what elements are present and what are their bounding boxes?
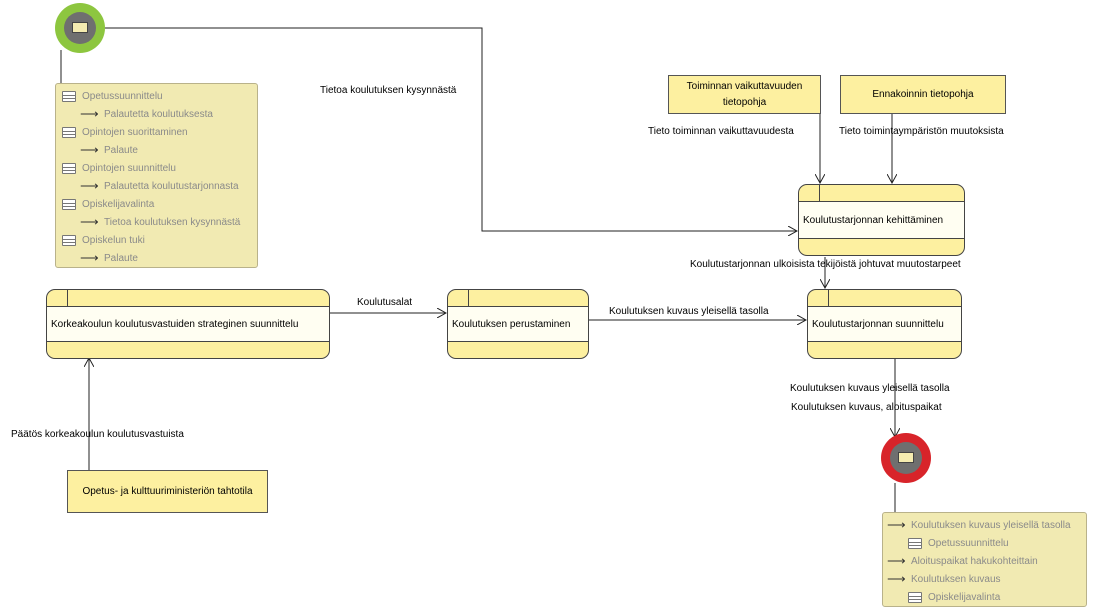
- flow-label-out-places: Koulutuksen kuvaus, aloituspaikat: [791, 402, 942, 413]
- process-offering-planning[interactable]: Koulutustarjonnan suunnittelu: [807, 289, 962, 359]
- note-flow-item: ⟶Palaute: [80, 250, 138, 265]
- process-icon: [62, 198, 76, 210]
- note-process-item: Opetussuunnittelu: [62, 88, 163, 104]
- arrow-right-icon: ⟶: [887, 553, 906, 568]
- process-icon: [62, 90, 76, 102]
- arrow-right-icon: ⟶: [887, 517, 906, 532]
- process-icon: [62, 162, 76, 174]
- flow-label-external-needs: Koulutustarjonnan ulkoisista tekijöistä …: [690, 259, 961, 270]
- mail-icon: [72, 22, 88, 33]
- end-note: ⟶Koulutuksen kuvaus yleisellä tasolla Op…: [882, 512, 1087, 607]
- process-offering-development[interactable]: Koulutustarjonnan kehittäminen: [798, 184, 965, 256]
- note-flow-item: ⟶Palaute: [80, 142, 138, 157]
- flow-label-general-description: Koulutuksen kuvaus yleisellä tasolla: [609, 306, 769, 317]
- process-establishment[interactable]: Koulutuksen perustaminen: [447, 289, 589, 359]
- process-icon: [62, 126, 76, 138]
- note-process-item: Opintojen suunnittelu: [62, 160, 176, 176]
- entity-impact-base[interactable]: Toiminnan vaikuttavuuden tietopohja: [668, 75, 821, 114]
- note-process-item: Opetussuunnittelu: [908, 535, 1009, 551]
- note-process-item: Opiskelijavalinta: [62, 196, 154, 212]
- note-flow-item: ⟶Palautetta koulutuksesta: [80, 106, 213, 121]
- end-event[interactable]: [881, 433, 931, 483]
- process-icon: [908, 537, 922, 549]
- arrow-right-icon: ⟶: [80, 142, 99, 157]
- arrow-right-icon: ⟶: [887, 571, 906, 586]
- flow-label-decision: Päätös korkeakoulun koulutusvastuista: [11, 429, 184, 440]
- flow-label-demand-info: Tietoa koulutuksen kysynnästä: [320, 85, 457, 96]
- note-process-item: Opintojen suorittaminen: [62, 124, 188, 140]
- flow-label-out-general: Koulutuksen kuvaus yleisellä tasolla: [790, 383, 950, 394]
- flow-demand-info: [86, 27, 797, 231]
- start-event[interactable]: [55, 3, 105, 53]
- note-flow-item: ⟶Koulutuksen kuvaus: [887, 571, 1001, 586]
- note-flow-item: ⟶Palautetta koulutustarjonnasta: [80, 178, 239, 193]
- start-note: Opetussuunnittelu ⟶Palautetta koulutukse…: [55, 83, 258, 268]
- flow-label-environment-info: Tieto toimintaympäristön muutoksista: [839, 126, 1004, 137]
- flow-label-impact-info: Tieto toiminnan vaikuttavuudesta: [648, 126, 794, 137]
- process-icon: [908, 591, 922, 603]
- arrow-right-icon: ⟶: [80, 214, 99, 229]
- note-flow-item: ⟶Tietoa koulutuksen kysynnästä: [80, 214, 241, 229]
- note-flow-item: ⟶Aloituspaikat hakukohteittain: [887, 553, 1038, 568]
- arrow-right-icon: ⟶: [80, 178, 99, 193]
- note-process-item: Opiskelijavalinta: [908, 589, 1000, 605]
- process-icon: [62, 234, 76, 246]
- flow-label-training-fields: Koulutusalat: [357, 297, 413, 308]
- note-flow-item: ⟶Koulutuksen kuvaus yleisellä tasolla: [887, 517, 1071, 532]
- mail-icon: [898, 452, 914, 463]
- arrow-right-icon: ⟶: [80, 250, 99, 265]
- process-strategic-planning[interactable]: Korkeakoulun koulutusvastuiden strategin…: [46, 289, 330, 359]
- arrow-right-icon: ⟶: [80, 106, 99, 121]
- entity-foresight-base[interactable]: Ennakoinnin tietopohja: [840, 75, 1006, 114]
- entity-ministry-intent[interactable]: Opetus- ja kulttuuriministeriön tahtotil…: [67, 470, 268, 513]
- note-process-item: Opiskelun tuki: [62, 232, 145, 248]
